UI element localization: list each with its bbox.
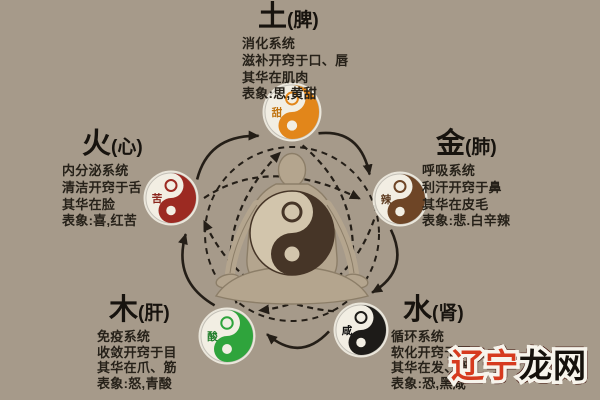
water-line: 表象:恐,黑咸 [391,376,467,392]
element-badges: 甜辣咸 酸 苦 [143,82,428,365]
badge-earth-top-eye [285,91,299,106]
water-title: 水(肾) [403,294,464,326]
badge-fire-bottom-eye [166,205,176,216]
earth-line: 消化系统 [242,36,296,51]
center-yinyang [249,190,335,276]
fire-line: 清洁开窍于舌 [62,179,142,195]
taste-char-earth: 甜 [272,106,283,119]
figure-left-arm-outline [229,204,258,274]
badge-metal: 辣 [372,171,428,227]
badge-wood: 酸 [198,307,256,365]
wood-line: 免疫系统 [97,329,151,344]
fire-description: 内分泌系统 清洁开窍于舌 其华在脸 表象:喜,红苦 [62,163,143,230]
badge-earth: 甜 [262,82,322,142]
fire-title: 火(心) [82,128,143,160]
taste-char-metal: 辣 [381,193,392,206]
element-block-wood: 木(肝) 免疫系统 收敛开窍于目 其华在爪、筋 表象:怒,青酸 [97,295,177,392]
figure-right-arm-outline [326,204,355,274]
wood-description: 免疫系统 收敛开窍于目 其华在爪、筋 表象:怒,青酸 [97,329,177,392]
fire-line: 其华在脸 [62,196,116,212]
badge-water-top-eye [354,311,368,324]
badge-fire: 苦 [143,170,199,226]
water-line: 循环系统 [391,329,445,344]
fire-line: 内分泌系统 [62,163,129,178]
watermark-outline: 辽宁龙网 [448,344,590,387]
generation-arrow-fire-earth [195,130,260,180]
badge-wood-top-eye [220,316,234,330]
generation-arrow-earth-metal [318,131,373,176]
element-block-water: 水(肾) 循环系统 软化开窍于耳 其华在发、骨 表象:恐,黑咸 [391,295,471,392]
metal-line: 呼吸系统 [422,163,476,178]
water-description: 循环系统 软化开窍于耳 其华在发、骨 表象:恐,黑咸 [391,329,471,392]
fire-line: 表象:喜,红苦 [62,213,138,229]
earth-title: 土(脾) [258,1,319,33]
earth-line: 表象:思,黄甜 [242,86,318,102]
taste-char-wood: 酸 [207,330,218,343]
metal-line: 其华在皮毛 [422,196,489,212]
element-block-earth: 土(脾) 消化系统 滋补开窍于口、唇 其华在肌肉 表象:思,黄甜 [242,2,348,103]
metal-line: 表象:悲.白辛辣 [422,213,511,229]
overcoming-arrow-water-fire [202,219,334,313]
figure-head [277,152,307,188]
element-block-metal: 金(肺) 呼吸系统 利汗开窍于鼻 其华在皮毛 表象:悲.白辛辣 [422,129,510,230]
figure-crossed-legs [214,266,370,305]
taste-char-water: 咸 [342,324,353,337]
earth-line: 滋补开窍于口、唇 [242,52,349,68]
taste-char-fire: 苦 [152,192,163,205]
badge-metal-bottom-eye [395,206,405,217]
water-line: 其华在发、骨 [391,360,471,376]
metal-line: 利汗开窍于鼻 [422,179,502,195]
generation-arrow-metal-water [371,229,399,294]
wood-title: 木(肝) [109,294,170,326]
metal-title: 金(肺) [436,128,497,160]
generation-arrow-water-wood [266,330,330,350]
metal-description: 呼吸系统 利汗开窍于鼻 其华在皮毛 表象:悲.白辛辣 [422,163,510,230]
badge-earth-bottom-eye [286,120,298,131]
yinyang-bottom-eye [284,246,300,262]
element-block-fire: 火(心) 内分泌系统 清洁开窍于舌 其华在脸 表象:喜,红苦 [62,129,143,230]
wood-line: 其华在爪、筋 [97,360,177,376]
badge-fire-top-eye [164,179,178,192]
badge-wood-bottom-eye [222,344,232,354]
earth-line: 其华在肌肉 [242,69,309,85]
cycle-arrows [178,130,399,350]
generation-arrow-wood-fire [178,233,216,307]
wood-line: 表象:怒,青酸 [97,376,173,392]
earth-description: 消化系统 滋补开窍于口、唇 其华在肌肉 表象:思,黄甜 [242,36,348,103]
wood-line: 收敛开窍于目 [97,344,177,360]
inner-dashed-circle [204,146,380,322]
badge-water-bottom-eye [356,337,366,348]
water-line: 软化开窍于耳 [391,344,471,360]
yinyang-top-eye [281,201,303,223]
watermark-text: 辽宁龙网 [451,347,587,384]
badge-water: 咸 [333,302,389,358]
badge-metal-top-eye [393,180,407,193]
